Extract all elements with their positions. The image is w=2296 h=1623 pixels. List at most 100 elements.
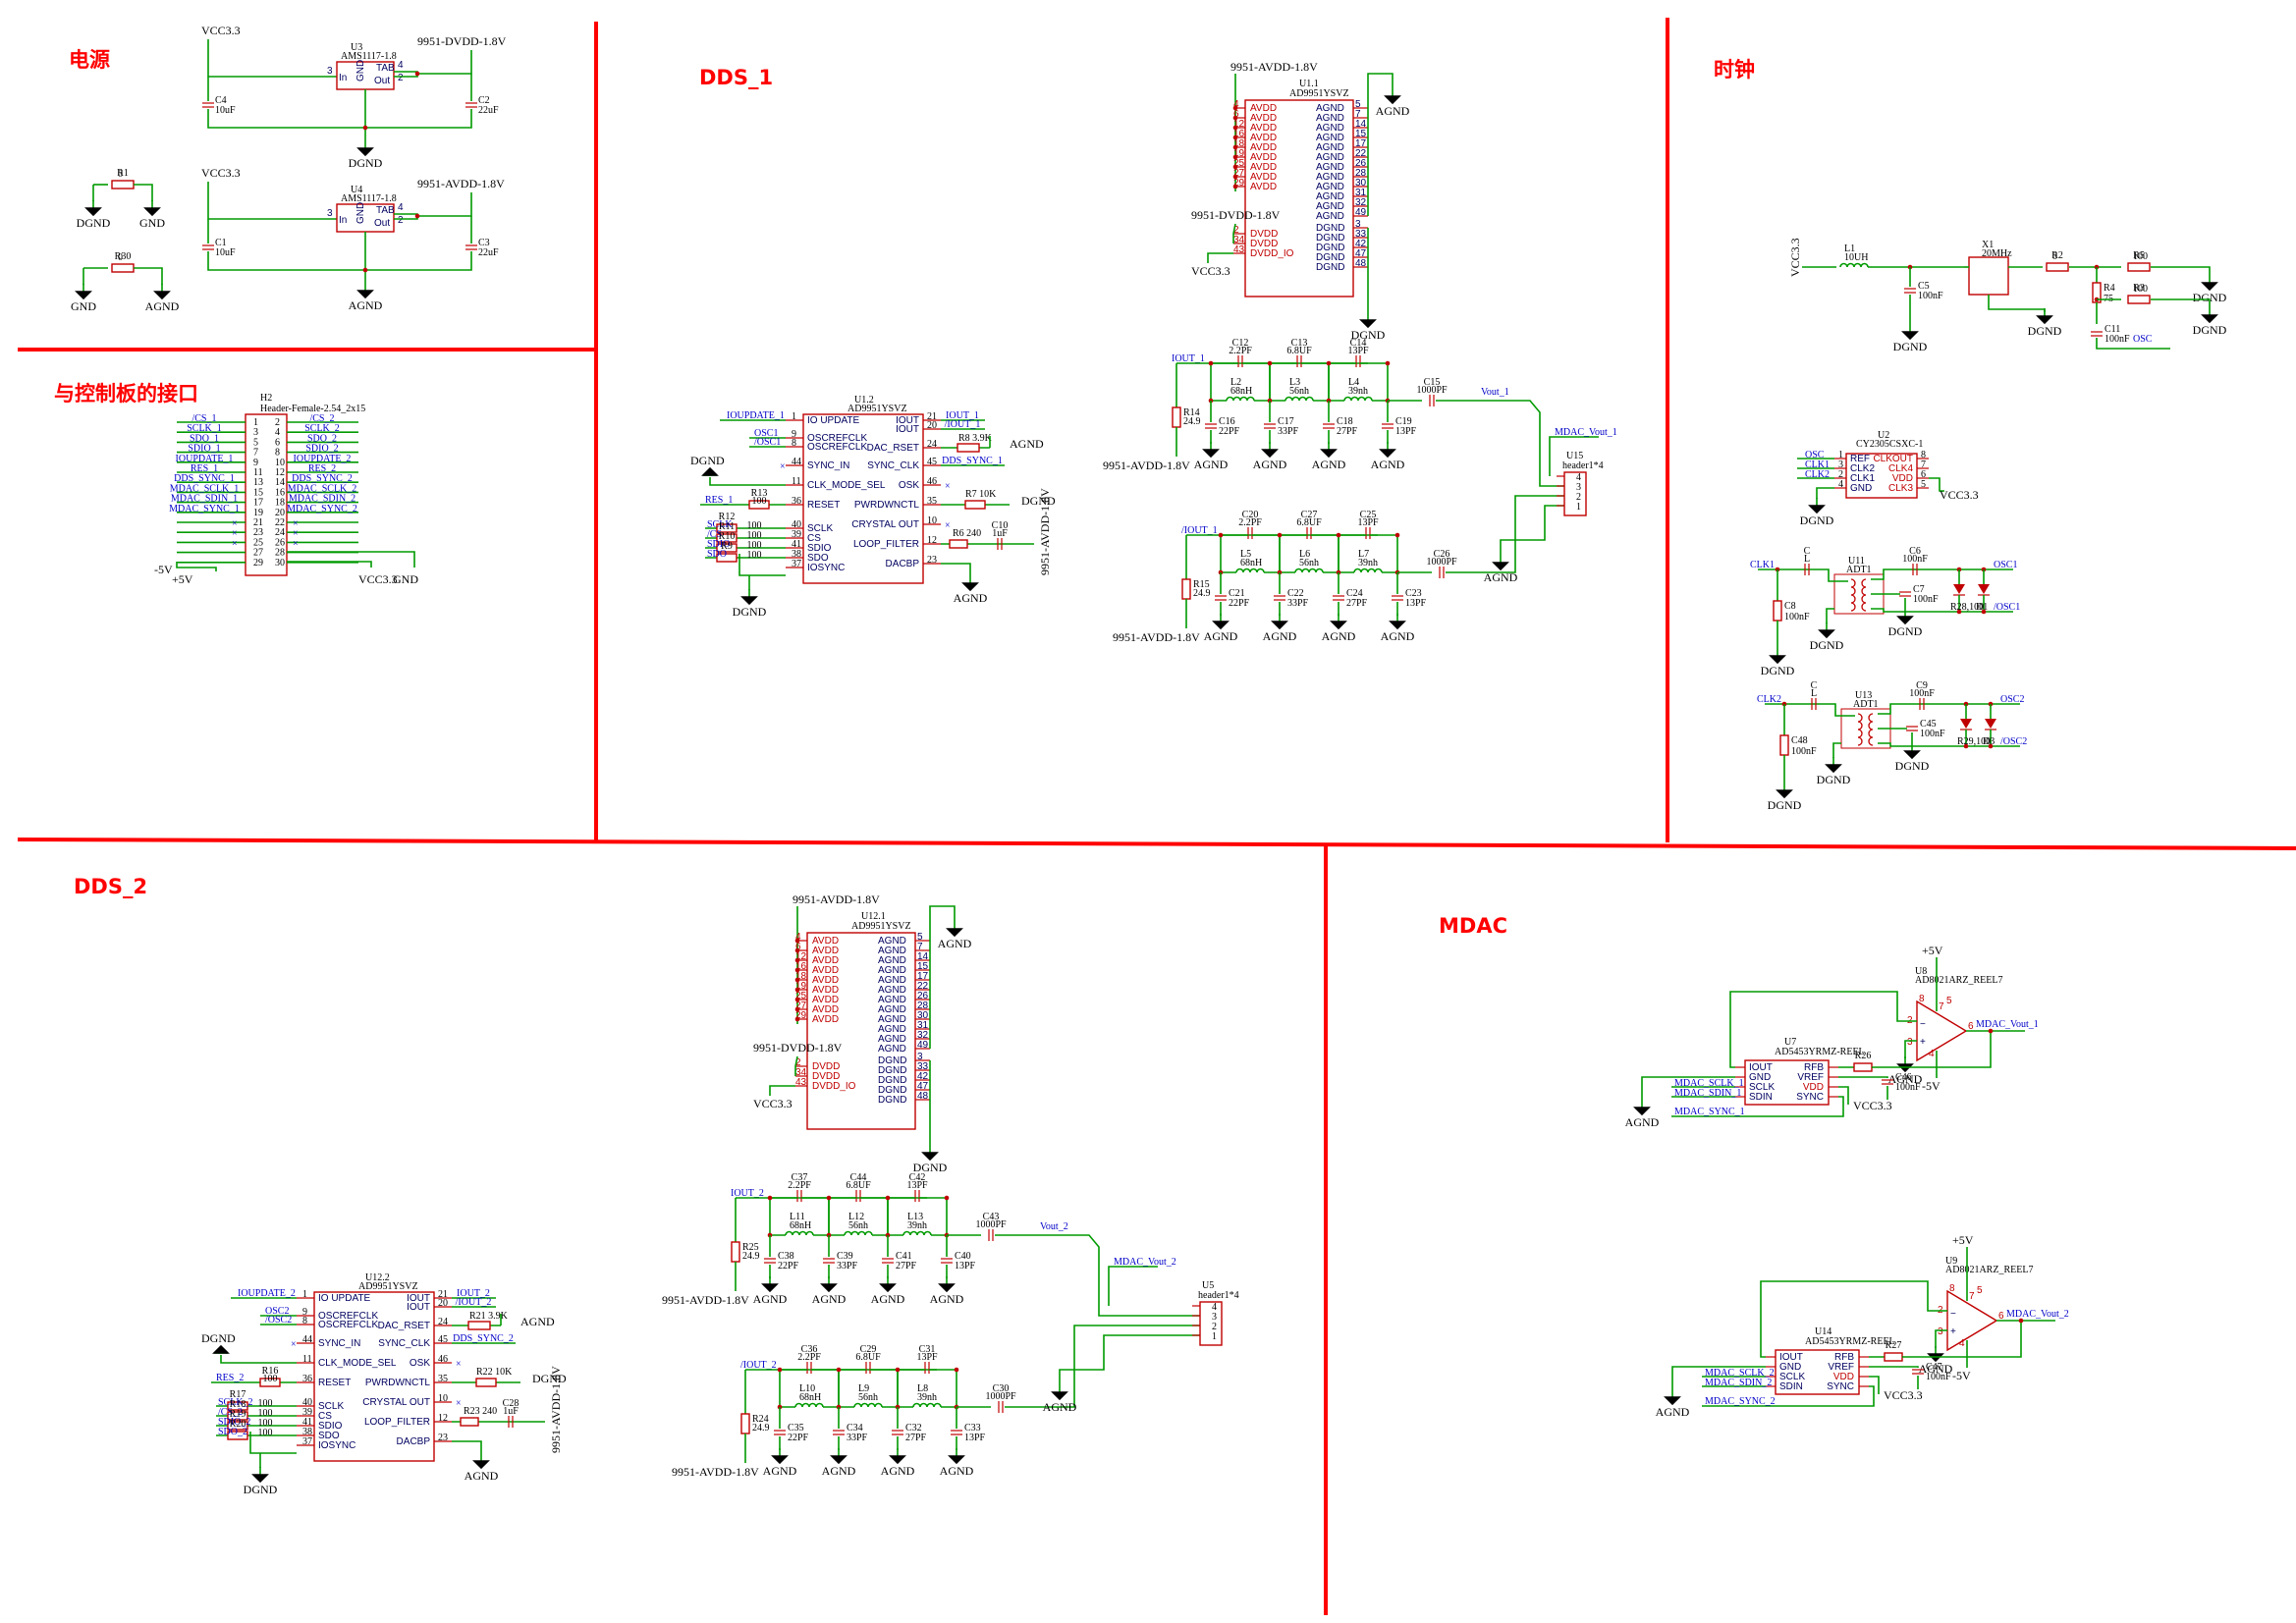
pin-number: 14 — [1355, 119, 1367, 130]
ground-net-label: DGND — [2028, 324, 2062, 338]
rail-label: VCC3.3 — [358, 572, 398, 586]
ground-net-label: AGND — [1043, 1400, 1077, 1414]
pin-name: AGND — [1316, 162, 1344, 173]
net-label: RES_2 — [308, 463, 336, 474]
pin-number: 12 — [438, 1413, 448, 1424]
pin-number: 40 — [792, 519, 801, 530]
ground-symbol: DGND — [913, 1145, 948, 1174]
inductor-icon — [1235, 568, 1265, 573]
pin-name: GND — [1779, 1362, 1801, 1373]
resistor-value: 100 — [752, 496, 767, 507]
part-ref: U7 — [1784, 1037, 1796, 1048]
diode-icon — [1960, 719, 1972, 729]
pin-number: 2 — [1838, 469, 1843, 480]
pin-number: 41 — [302, 1417, 312, 1428]
net-label: SCLK_2 — [304, 423, 340, 434]
pin-number: 24 — [438, 1317, 448, 1327]
wire — [769, 1198, 786, 1236]
pin-number: 1 — [1212, 1331, 1217, 1342]
junction-dot — [1963, 743, 1969, 749]
wire — [1869, 1366, 1919, 1368]
junction-dot — [1232, 125, 1238, 131]
ground-icon — [1379, 449, 1396, 459]
pin-name: IOSYNC — [807, 563, 845, 573]
inductor-ref: L11 — [790, 1212, 805, 1222]
resistor-ref: R14 — [1183, 407, 1200, 418]
wire — [1838, 1086, 1849, 1105]
net-label: SDO_2 — [307, 433, 337, 444]
capacitor-value: 100nF — [1913, 594, 1939, 605]
ground-net-label: DGND — [690, 454, 725, 467]
no-connect-icon: × — [780, 461, 786, 472]
pin-name: AVDD — [812, 965, 839, 976]
pin-name: SDIO — [807, 543, 832, 554]
pin-number: 18 — [1233, 138, 1245, 149]
wire — [1671, 1366, 1766, 1389]
capacitor-ref: C29 — [860, 1344, 877, 1355]
header-body — [1563, 471, 1587, 516]
wire — [207, 39, 337, 78]
ground-icon — [75, 291, 92, 300]
net-label: SCLK — [707, 519, 733, 530]
resistor: R9 — [716, 541, 738, 563]
pin-name: AVDD — [1250, 103, 1277, 114]
pin-number: 20 — [275, 508, 285, 518]
ground-net-label: DGND — [1761, 664, 1795, 677]
pin-name: SDO — [807, 553, 829, 564]
opamp-inverting-icon: − — [1950, 1309, 1956, 1320]
pin-number: 6 — [1998, 1311, 2004, 1322]
pin-number: 7 — [1355, 109, 1361, 120]
regulator-part: AMS1117-1.8 — [341, 51, 397, 62]
capacitor-value: 27PF — [896, 1261, 917, 1271]
wire — [828, 1198, 845, 1236]
header-part: header1*4 — [1198, 1290, 1239, 1301]
pin-name: TAB — [376, 205, 395, 216]
resistor: R19 — [227, 1409, 248, 1431]
part-ref: U14 — [1815, 1326, 1831, 1337]
pin-name: DGND — [878, 1065, 906, 1076]
junction-dot — [1232, 154, 1238, 160]
capacitor-ref: C30 — [993, 1383, 1010, 1394]
resistor-value: 100 — [263, 1374, 278, 1384]
net-label: CLK1 — [1805, 460, 1830, 470]
pin-number: 8 — [1949, 1283, 1955, 1294]
capacitor-ref: C35 — [788, 1423, 804, 1434]
ground-symbol: DGND — [1351, 312, 1386, 342]
wire — [1878, 703, 1941, 715]
ground-net-label: AGND — [1194, 458, 1229, 471]
resistor-value: 100 — [747, 530, 762, 541]
part-number: AD9951YSVZ — [1289, 88, 1349, 99]
resistor-icon — [1172, 406, 1181, 428]
pin-number: 47 — [917, 1081, 929, 1092]
ground-net-label: AGND — [812, 1292, 847, 1306]
ground-symbol: DGND — [2028, 308, 2062, 338]
ground-icon — [153, 291, 171, 300]
capacitor — [465, 102, 477, 108]
resistor-value: 100 — [747, 540, 762, 551]
inductor-value: 68nH — [799, 1392, 821, 1403]
ground-icon — [356, 290, 374, 299]
ground-symbol: AGND — [1371, 442, 1405, 471]
wire — [1702, 1385, 1875, 1407]
crystal-oscillator-body — [1968, 256, 2009, 296]
resistor-icon — [227, 1401, 248, 1411]
part-ref: U13 — [1855, 690, 1872, 701]
resistor-value: 100 — [747, 550, 762, 561]
ground-net-label: DGND — [733, 605, 767, 619]
ground-net-label: DGND — [1800, 514, 1834, 527]
junction-dot — [362, 125, 368, 131]
capacitor-ref: C36 — [801, 1344, 818, 1355]
wire — [134, 267, 163, 285]
pin-number: 1 — [792, 411, 796, 422]
capacitor-value: 13PF — [1357, 517, 1379, 528]
reconstruction-filter: IOUT_2R2524.99951-AVDD-1.8VC372.2PFL1168… — [662, 1172, 1239, 1479]
resistor-value: 0 — [118, 169, 123, 180]
pin-name: SDO — [318, 1431, 340, 1441]
capacitor-ref: C38 — [778, 1251, 794, 1262]
